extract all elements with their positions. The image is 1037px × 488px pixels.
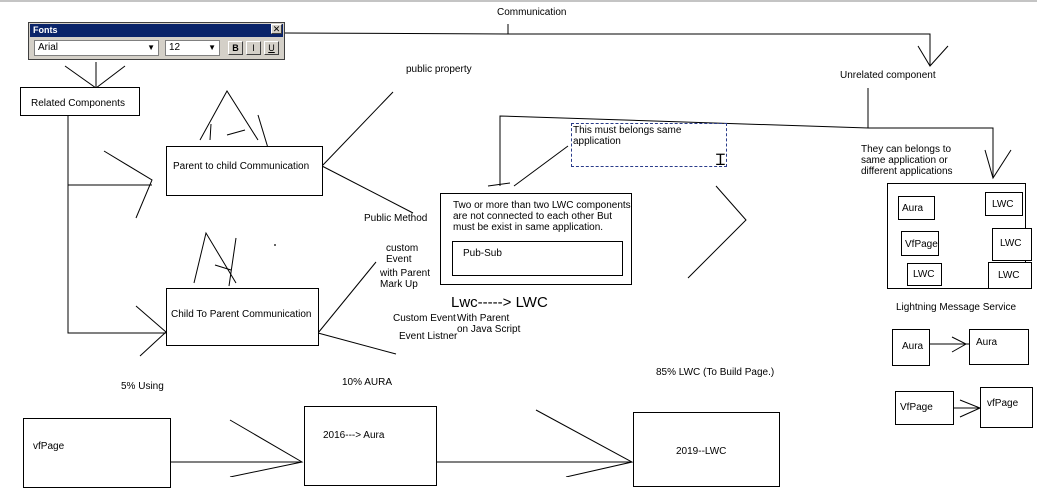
lms-lwc-box-2: LWC xyxy=(992,228,1032,261)
timeline-lwc-box: 2019--LWC xyxy=(633,412,780,487)
font-size-value: 12 xyxy=(169,42,181,53)
unrelated-component-label: Unrelated component xyxy=(840,70,936,81)
five-percent-label: 5% Using xyxy=(121,381,164,392)
toolbar-title: Fonts xyxy=(30,24,283,37)
parent-to-child-box: Parent to child Communication xyxy=(166,146,323,196)
pubsub-box: Pub-Sub xyxy=(452,241,623,276)
child-to-parent-text: Child To Parent Communication xyxy=(171,309,312,320)
aura-box-b: Aura xyxy=(969,329,1029,365)
related-components-box: Related Components xyxy=(20,87,140,116)
lwc-to-lwc-label: Lwc-----> LWC xyxy=(451,294,548,311)
timeline-aura-box: 2016---> Aura xyxy=(304,406,437,486)
custom-event-label: custom Event xyxy=(386,243,419,265)
unrelated-description-box: Two or more than two LWC components are … xyxy=(440,193,632,285)
font-name-select[interactable]: Arial ▼ xyxy=(34,40,159,56)
italic-button[interactable]: I xyxy=(246,41,261,55)
lms-lwc-box-1: LWC xyxy=(985,192,1023,216)
pubsub-text: Pub-Sub xyxy=(463,248,502,259)
lms-container: Aura LWC VfPage LWC LWC LWC xyxy=(887,183,1032,289)
ten-percent-label: 10% AURA xyxy=(342,377,393,388)
event-listener-label: Event Listner xyxy=(399,331,458,342)
text-selection-box[interactable]: This must belongs same application xyxy=(571,123,727,167)
unrelated-description-text: Two or more than two LWC components are … xyxy=(453,200,631,233)
timeline-lwc-text: 2019--LWC xyxy=(676,446,727,457)
public-method-label: Public Method xyxy=(364,213,428,224)
font-size-select[interactable]: 12 ▼ xyxy=(165,40,220,56)
lms-vfpage-box: VfPage xyxy=(901,231,939,256)
aura-text-b: Aura xyxy=(976,337,998,348)
same-application-text: This must belongs same application xyxy=(573,125,682,147)
eighty-five-percent-label: 85% LWC (To Build Page.) xyxy=(656,367,775,378)
font-name-value: Arial xyxy=(38,42,59,53)
vfpage-text-a: VfPage xyxy=(900,402,933,413)
lms-aura-box: Aura xyxy=(898,196,935,220)
they-can-belong-label: They can belongs to same application or … xyxy=(861,144,953,177)
chevron-down-icon: ▼ xyxy=(208,43,216,52)
vfpage-box-b: vfPage xyxy=(980,387,1033,428)
vfpage-box-a: VfPage xyxy=(895,391,954,425)
aura-text-a: Aura xyxy=(902,341,924,352)
lms-lwc-text-3: LWC xyxy=(913,269,935,280)
text-cursor-icon: Ɪ xyxy=(716,150,725,169)
font-toolbar: Fonts ✕ Arial ▼ 12 ▼ B I U xyxy=(28,22,285,60)
lms-lwc-box-3: LWC xyxy=(907,263,942,286)
timeline-vfpage-box: vfPage xyxy=(23,418,171,488)
parent-to-child-text: Parent to child Communication xyxy=(173,161,310,172)
communication-label: Communication xyxy=(497,7,567,18)
lms-lwc-box-4: LWC xyxy=(988,262,1032,289)
lms-lwc-text-2: LWC xyxy=(1000,238,1022,249)
with-parent-js-label: With Parent on Java Script xyxy=(457,313,521,335)
lms-vfpage-text: VfPage xyxy=(905,239,938,250)
lms-lwc-text-1: LWC xyxy=(992,199,1014,210)
close-icon[interactable]: ✕ xyxy=(271,24,282,34)
aura-box-a: Aura xyxy=(892,329,930,366)
timeline-vfpage-text: vfPage xyxy=(33,441,65,452)
with-parent-markup-label: with Parent Mark Up xyxy=(380,268,431,290)
timeline-aura-text: 2016---> Aura xyxy=(323,430,385,441)
public-property-label: public property xyxy=(406,64,472,75)
chevron-down-icon: ▼ xyxy=(147,43,155,52)
diagram-connectors xyxy=(0,0,1037,477)
lms-lwc-text-4: LWC xyxy=(998,270,1020,281)
custom-event-label-2: Custom Event xyxy=(393,313,456,324)
vfpage-text-b: vfPage xyxy=(987,398,1019,409)
lms-aura-text: Aura xyxy=(902,203,924,214)
child-to-parent-box: Child To Parent Communication xyxy=(166,288,319,346)
lms-label: Lightning Message Service xyxy=(896,302,1017,313)
related-components-text: Related Components xyxy=(31,98,125,109)
bold-button[interactable]: B xyxy=(228,41,243,55)
underline-button[interactable]: U xyxy=(264,41,279,55)
